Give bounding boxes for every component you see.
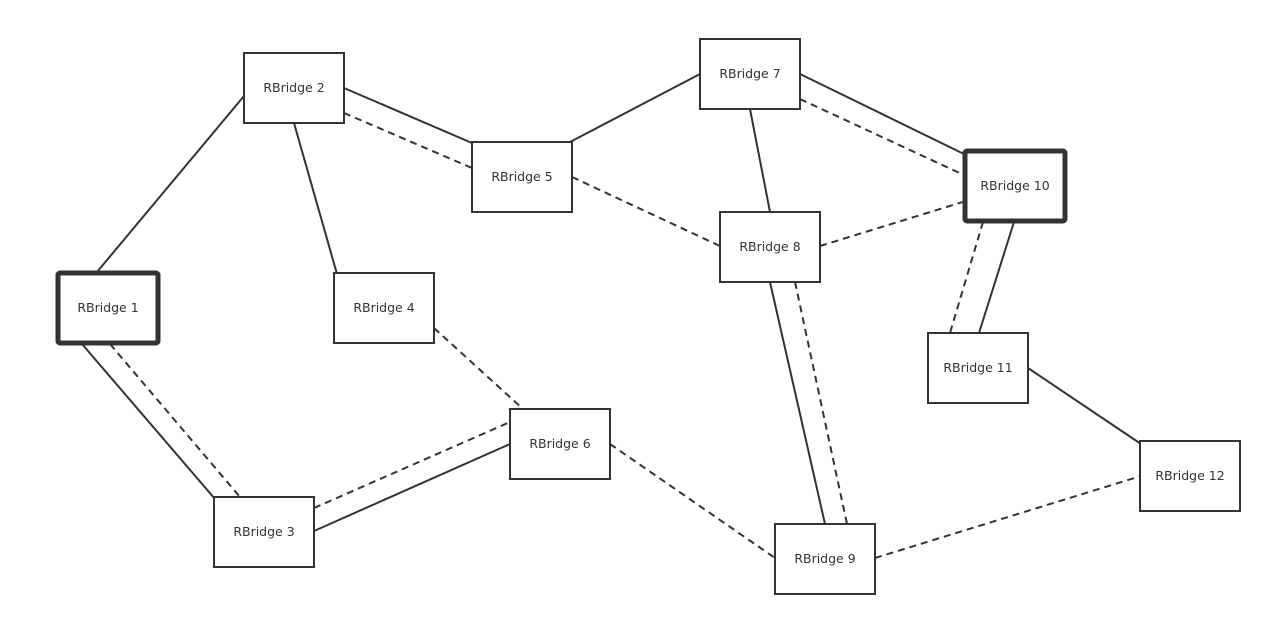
node-box <box>699 38 801 110</box>
link-line <box>433 327 524 410</box>
node-rb2[interactable]: RBridge 2 <box>243 52 345 124</box>
link-line <box>978 221 1015 334</box>
node-label: RBridge 5 <box>491 169 552 184</box>
link-line <box>609 443 776 559</box>
link-rb8-rb9-dashed <box>794 281 848 525</box>
link-rb7-rb10-dashed <box>799 98 967 177</box>
node-box <box>55 270 161 346</box>
node-label: RBridge 11 <box>943 360 1012 375</box>
node-rb3[interactable]: RBridge 3 <box>213 496 315 568</box>
node-label: RBridge 8 <box>739 239 800 254</box>
link-rb4-rb6-dashed <box>433 327 524 410</box>
link-rb8-rb9-solid <box>769 281 826 525</box>
node-label: RBridge 10 <box>980 178 1049 193</box>
link-rb2-rb4-solid <box>293 122 338 275</box>
link-line <box>313 421 511 509</box>
node-box <box>509 408 611 480</box>
link-line <box>569 73 701 143</box>
node-box <box>927 332 1029 404</box>
node-label: RBridge 6 <box>529 436 590 451</box>
node-label: RBridge 12 <box>1155 468 1224 483</box>
link-line <box>799 98 967 177</box>
link-line <box>749 108 771 213</box>
link-rb5-rb7-solid <box>569 73 701 143</box>
link-rb10-rb11-solid <box>978 221 1015 334</box>
node-label: RBridge 1 <box>77 300 138 315</box>
node-rb5[interactable]: RBridge 5 <box>471 141 573 213</box>
node-rb12[interactable]: RBridge 12 <box>1139 440 1241 512</box>
link-rb3-rb6-solid <box>313 443 511 532</box>
node-rb6[interactable]: RBridge 6 <box>509 408 611 480</box>
link-rb10-rb11-dashed <box>949 221 984 334</box>
node-box <box>471 141 573 213</box>
node-label: RBridge 3 <box>233 524 294 539</box>
node-label: RBridge 9 <box>794 551 855 566</box>
link-line <box>794 281 848 525</box>
link-rb1-rb2-solid <box>96 95 245 273</box>
node-rb7[interactable]: RBridge 7 <box>699 38 801 110</box>
node-rb10[interactable]: RBridge 10 <box>962 148 1068 224</box>
link-rb5-rb8-dashed <box>571 176 721 247</box>
link-rb7-rb10-solid <box>799 73 967 156</box>
link-line <box>1027 367 1142 445</box>
link-rb7-rb8-solid <box>749 108 771 213</box>
link-line <box>874 475 1142 559</box>
node-box <box>333 272 435 344</box>
link-rb11-rb12-solid <box>1027 367 1142 445</box>
node-box <box>1139 440 1241 512</box>
links-layer <box>81 73 1142 559</box>
node-box <box>962 148 1068 224</box>
node-label: RBridge 4 <box>353 300 414 315</box>
node-box <box>774 523 876 595</box>
link-line <box>571 176 721 247</box>
link-rb2-rb5-dashed <box>343 112 473 169</box>
node-box <box>213 496 315 568</box>
link-line <box>96 95 245 273</box>
node-box <box>719 211 821 283</box>
node-rb8[interactable]: RBridge 8 <box>719 211 821 283</box>
link-rb9-rb12-dashed <box>874 475 1142 559</box>
link-rb8-rb10-dashed <box>819 200 967 247</box>
node-rb1[interactable]: RBridge 1 <box>55 270 161 346</box>
node-label: RBridge 2 <box>263 80 324 95</box>
link-line <box>949 221 984 334</box>
link-rb2-rb5-solid <box>343 87 473 144</box>
nodes-layer: RBridge 1 RBridge 2 RBridge 3 RBridge 4 RBri… <box>55 38 1241 595</box>
link-line <box>819 200 967 247</box>
node-rb9[interactable]: RBridge 9 <box>774 523 876 595</box>
node-rb11[interactable]: RBridge 11 <box>927 332 1029 404</box>
link-line <box>313 443 511 532</box>
link-line <box>799 73 967 156</box>
link-rb3-rb6-dashed <box>313 421 511 509</box>
link-rb1-rb3-solid <box>81 343 216 500</box>
link-line <box>343 112 473 169</box>
link-rb1-rb3-dashed <box>109 343 241 498</box>
link-rb6-rb9-dashed <box>609 443 776 559</box>
link-line <box>109 343 241 498</box>
node-box <box>243 52 345 124</box>
link-line <box>293 122 338 275</box>
link-line <box>343 87 473 144</box>
node-label: RBridge 7 <box>719 66 780 81</box>
node-rb4[interactable]: RBridge 4 <box>333 272 435 344</box>
link-line <box>81 343 216 500</box>
link-line <box>769 281 826 525</box>
